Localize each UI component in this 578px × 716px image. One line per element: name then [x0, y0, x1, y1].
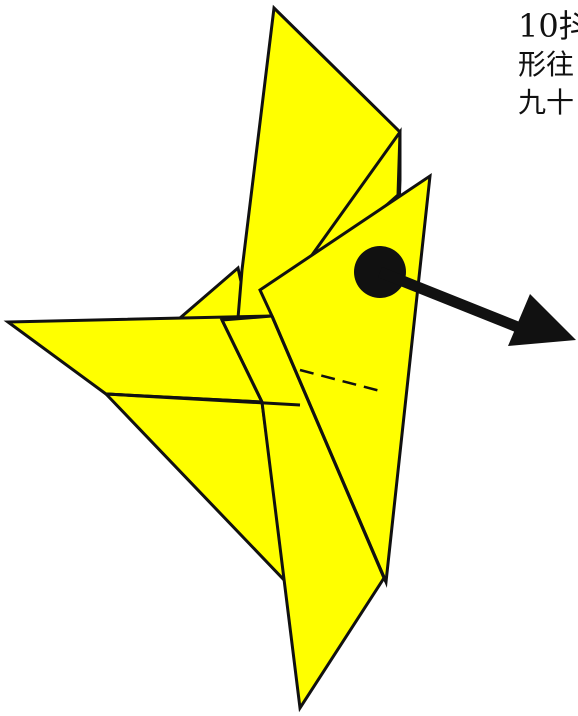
step-instruction-line-3: 九十: [518, 84, 578, 122]
step-instruction-text: 10抖 形往 九十: [518, 6, 578, 122]
step-instruction-line-2: 形往: [518, 46, 578, 84]
step-instruction-line-1: 10抖: [518, 6, 578, 46]
lower-body-panel: [106, 394, 286, 582]
